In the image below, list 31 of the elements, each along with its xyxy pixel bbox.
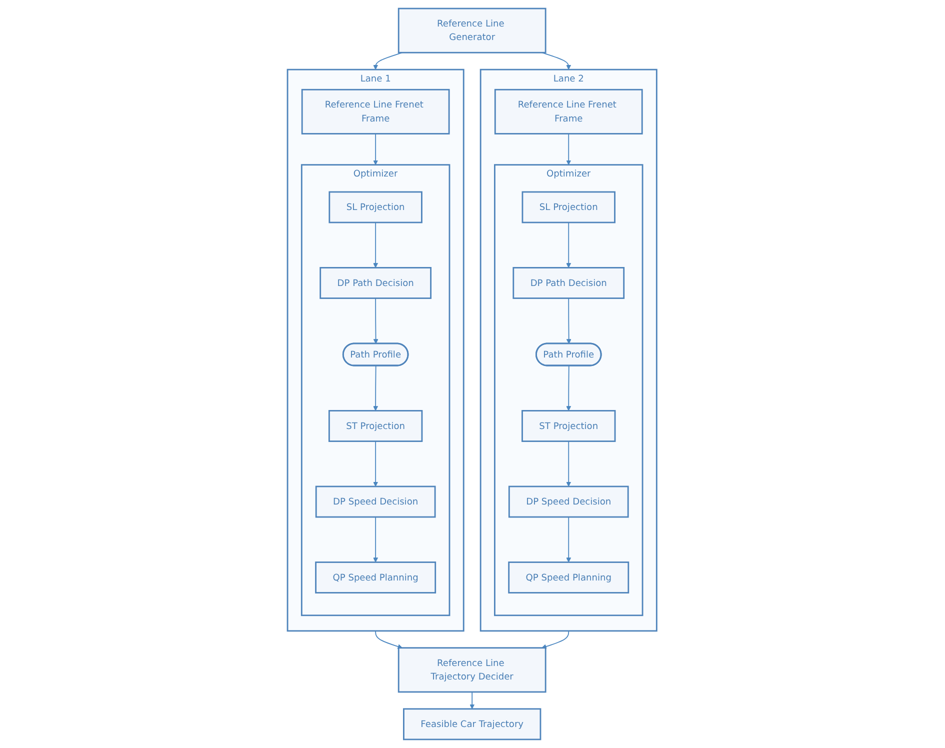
arrow bbox=[566, 298, 572, 344]
arrow bbox=[374, 440, 378, 487]
node-box: ST Projection bbox=[522, 410, 616, 442]
node-box: ST Projection bbox=[328, 410, 424, 442]
arrow bbox=[374, 133, 378, 166]
node-box: DP Speed Decision bbox=[316, 486, 436, 518]
arrow bbox=[566, 440, 572, 487]
node-box: Reference Line Trajectory Decider bbox=[398, 647, 547, 693]
arrow bbox=[374, 222, 378, 268]
node-box: SL Projection bbox=[522, 191, 616, 224]
node-box: Reference Line Generator bbox=[398, 8, 547, 54]
arrow bbox=[376, 630, 404, 649]
arrow bbox=[542, 52, 572, 70]
arrow bbox=[566, 516, 572, 562]
arrow bbox=[374, 298, 379, 344]
node-box: Reference Line Frenet Frame bbox=[494, 88, 644, 134]
node-box: DP Path Decision bbox=[320, 267, 432, 299]
arrow bbox=[470, 692, 475, 710]
arrow bbox=[542, 630, 570, 649]
arrow bbox=[566, 222, 572, 268]
arrow bbox=[374, 516, 378, 562]
arrow bbox=[374, 365, 378, 411]
arrow bbox=[566, 133, 572, 166]
node-box: Reference Line Frenet Frame bbox=[302, 88, 450, 134]
node-box: DP Path Decision bbox=[513, 267, 625, 299]
node-box: DP Speed Decision bbox=[508, 486, 630, 518]
arrow bbox=[566, 365, 572, 411]
node-box: Feasible Car Trajectory bbox=[403, 708, 542, 740]
node-box: SL Projection bbox=[329, 191, 423, 224]
node-box: QP Speed Planning bbox=[315, 562, 436, 594]
node-box: QP Speed Planning bbox=[508, 562, 630, 594]
